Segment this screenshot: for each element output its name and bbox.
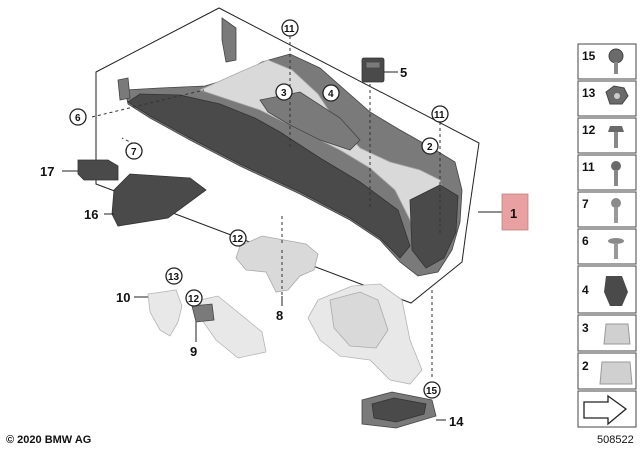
- svg-text:15: 15: [582, 49, 596, 63]
- svg-text:13: 13: [168, 272, 180, 283]
- svg-text:15: 15: [426, 386, 438, 397]
- diagram-number: 508522: [597, 434, 634, 446]
- panel-item-arrow[interactable]: [577, 390, 637, 428]
- svg-text:4: 4: [582, 283, 589, 297]
- callout-15[interactable]: 15: [423, 381, 441, 399]
- svg-text:3: 3: [582, 321, 589, 335]
- part-8-bracket[interactable]: 8: [235, 235, 319, 323]
- callout-7[interactable]: 7: [125, 142, 143, 160]
- svg-text:6: 6: [75, 113, 81, 124]
- callout-12-upper[interactable]: 12: [229, 229, 247, 247]
- svg-text:11: 11: [582, 160, 595, 174]
- small-parts-panel: 15 13 12 11 7 6: [577, 43, 637, 428]
- svg-text:11: 11: [284, 24, 295, 35]
- callout-13[interactable]: 13: [165, 267, 183, 285]
- air-duct[interactable]: [307, 283, 423, 385]
- svg-text:11: 11: [434, 110, 445, 121]
- svg-text:2: 2: [427, 142, 433, 153]
- panel-item-3[interactable]: 3: [577, 314, 637, 352]
- callout-11-top[interactable]: 11: [281, 19, 299, 37]
- center-console[interactable]: [117, 17, 463, 277]
- panel-item-6[interactable]: 6: [577, 228, 637, 265]
- svg-text:7: 7: [582, 197, 589, 211]
- panel-item-12[interactable]: 12: [577, 117, 637, 154]
- svg-text:7: 7: [131, 147, 137, 158]
- label-10: 10: [116, 290, 130, 305]
- svg-text:4: 4: [328, 89, 334, 100]
- part-10-bracket[interactable]: 10: [116, 289, 183, 337]
- panel-item-13[interactable]: 13: [577, 80, 637, 117]
- label-1-number: 1: [510, 206, 517, 221]
- part-16-mat[interactable]: 16: [84, 173, 207, 227]
- part-5-clip[interactable]: 5: [361, 57, 407, 83]
- callout-11-right[interactable]: 11: [431, 105, 449, 123]
- svg-text:12: 12: [188, 294, 200, 305]
- label-17: 17: [40, 164, 54, 179]
- callout-12-lower[interactable]: 12: [185, 289, 203, 307]
- svg-text:12: 12: [582, 123, 596, 137]
- svg-text:6: 6: [582, 234, 589, 248]
- svg-text:3: 3: [281, 88, 287, 99]
- panel-item-15[interactable]: 15: [577, 43, 637, 80]
- svg-text:12: 12: [232, 234, 244, 245]
- panel-item-7[interactable]: 7: [577, 191, 637, 228]
- label-5: 5: [400, 65, 407, 80]
- label-8: 8: [276, 308, 283, 323]
- label-9: 9: [190, 344, 197, 359]
- callout-4[interactable]: 4: [322, 84, 340, 102]
- svg-text:13: 13: [582, 86, 596, 100]
- panel-item-4[interactable]: 4: [577, 265, 637, 314]
- callout-3[interactable]: 3: [275, 83, 293, 101]
- label-14: 14: [449, 414, 464, 429]
- label-1[interactable]: 1: [478, 193, 529, 231]
- callout-2[interactable]: 2: [421, 137, 439, 155]
- label-16: 16: [84, 207, 98, 222]
- callout-6[interactable]: 6: [69, 108, 87, 126]
- svg-text:2: 2: [582, 359, 589, 373]
- part-17-pad[interactable]: 17: [40, 159, 119, 181]
- panel-item-2[interactable]: 2: [577, 352, 637, 390]
- part-14-tray[interactable]: 14: [361, 391, 464, 429]
- part-9-bracket[interactable]: 9: [190, 295, 267, 359]
- copyright-text: © 2020 BMW AG: [6, 434, 92, 446]
- panel-item-11[interactable]: 11: [577, 154, 637, 191]
